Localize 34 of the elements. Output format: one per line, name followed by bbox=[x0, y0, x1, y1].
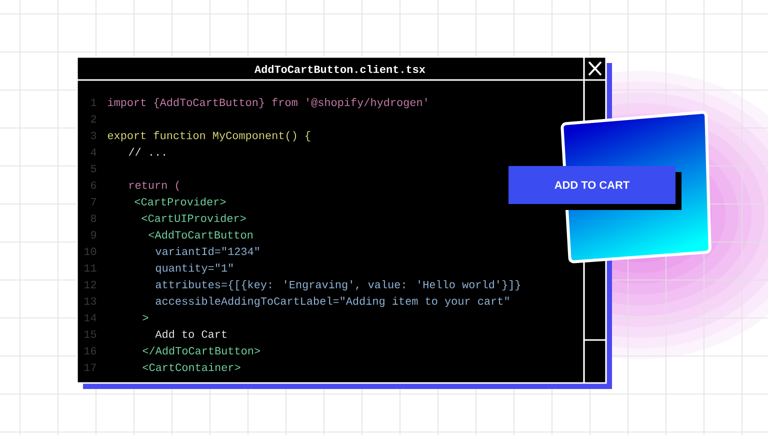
code-line: return ( bbox=[130, 180, 179, 192]
line-number: 6 bbox=[91, 181, 96, 189]
code-line: attributes={[{key: 'Engraving', value: 'Hello world'}]} bbox=[156, 280, 520, 290]
line-number: 5 bbox=[90, 164, 96, 172]
line-number: 14 bbox=[84, 314, 96, 322]
line-number: 3 bbox=[90, 132, 96, 140]
code-line: </AddToCartButton> bbox=[142, 346, 260, 355]
line-number: 12 bbox=[84, 280, 96, 288]
code-line: <AddToCartButton bbox=[148, 230, 252, 239]
line-number: 13 bbox=[84, 297, 96, 305]
add-to-cart-button: ADD TO CART bbox=[508, 166, 682, 210]
line-number: 11 bbox=[84, 264, 96, 272]
code-line: <CartProvider> bbox=[134, 197, 226, 206]
code-line: accessibleAddingToCartLabel="Adding item to your cart" bbox=[156, 296, 509, 307]
line-number: 2 bbox=[91, 115, 96, 123]
line-number: 16 bbox=[84, 347, 96, 354]
code-line: export function MyComponent() { bbox=[108, 131, 310, 142]
code-line: variantId="1234" bbox=[156, 247, 259, 256]
code-line: > bbox=[142, 314, 148, 320]
line-number: 7 bbox=[91, 198, 96, 206]
code-line: import {AddToCartButton} from '@shopify/hydrogen' bbox=[108, 98, 427, 108]
line-number: 4 bbox=[90, 148, 96, 156]
line-number: 10 bbox=[84, 248, 96, 256]
window-title: AddToCartButton.client.tsx bbox=[254, 64, 426, 74]
line-number: 1 bbox=[91, 98, 96, 106]
line-number: 8 bbox=[90, 214, 96, 222]
code-line: Add to Cart bbox=[155, 330, 226, 338]
code-line: <CartContainer> bbox=[142, 363, 240, 372]
code-line: // ... bbox=[128, 148, 165, 156]
code-line: <CartUIProvider> bbox=[142, 214, 246, 222]
line-number: 9 bbox=[90, 231, 96, 239]
line-number: 15 bbox=[84, 330, 96, 338]
code-line: quantity="1" bbox=[156, 264, 233, 274]
line-number: 17 bbox=[84, 364, 96, 371]
